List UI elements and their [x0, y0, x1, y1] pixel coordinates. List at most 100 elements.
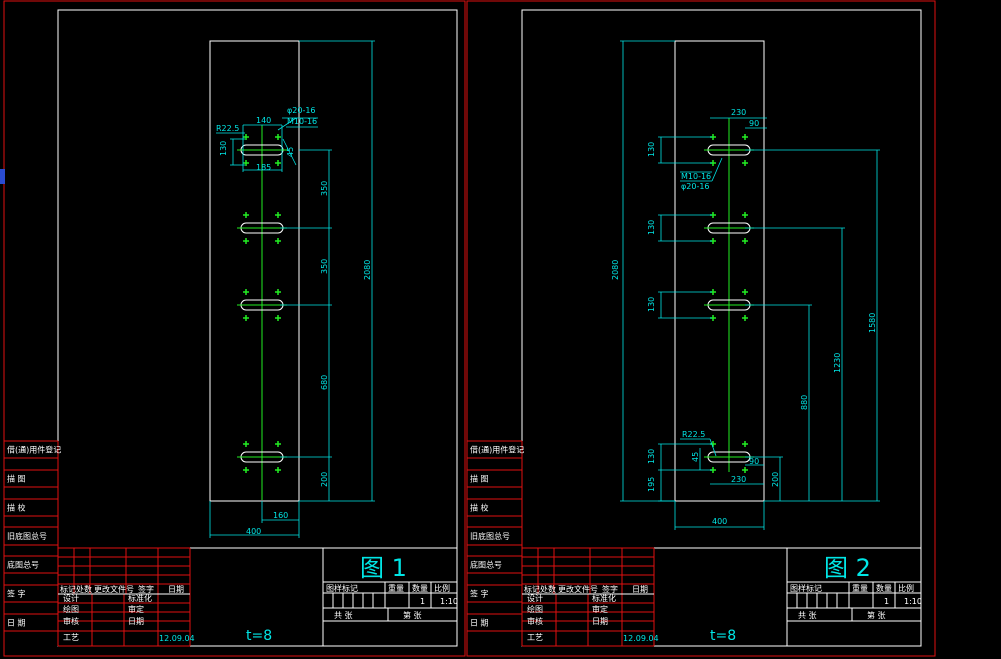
side-label: 描 校	[470, 503, 489, 513]
side-label: 日 期	[7, 619, 26, 628]
svg-text:M10-16: M10-16	[681, 172, 711, 181]
sheet-2-frame	[466, 0, 936, 657]
svg-text:φ20-16: φ20-16	[287, 106, 316, 115]
svg-text:160: 160	[273, 511, 288, 520]
side-label: 底图总号	[7, 560, 39, 570]
svg-text:130: 130	[647, 142, 656, 157]
side-label: 描 校	[7, 503, 26, 513]
thickness-label: t=8	[246, 628, 272, 644]
side-label: 借(通)用件登记	[470, 445, 524, 455]
thickness-label: t=8	[710, 628, 736, 644]
rev-header: 签字	[138, 584, 154, 594]
sheet-1-frame	[3, 0, 466, 657]
rev-header: 标记	[524, 584, 540, 594]
role-label-2: 标准化	[128, 593, 152, 603]
svg-text:90: 90	[749, 119, 759, 128]
sheet-title: 图 2	[824, 554, 871, 582]
rev-header: 标记	[60, 584, 76, 594]
role-label-2: 审定	[592, 604, 608, 614]
sheet-total: 共 张	[334, 611, 353, 620]
rev-header: 日期	[168, 585, 184, 594]
svg-text:350: 350	[320, 259, 329, 274]
meta-header: 比例	[898, 583, 914, 593]
sheet-title: 图 1	[360, 554, 407, 582]
meta-header: 图样标记	[790, 583, 822, 593]
meta-header: 重量	[388, 583, 404, 593]
svg-text:880: 880	[800, 395, 809, 410]
role-label: 设计	[63, 593, 79, 603]
svg-text:2080: 2080	[611, 260, 620, 280]
role-label: 绘图	[527, 604, 543, 614]
role-label-2: 标准化	[592, 593, 616, 603]
svg-text:90: 90	[749, 457, 759, 466]
role-label: 审核	[527, 616, 543, 626]
svg-text:130: 130	[219, 141, 228, 156]
svg-text:45: 45	[691, 452, 700, 462]
svg-text:350: 350	[320, 181, 329, 196]
role-label-2: 日期	[128, 617, 144, 626]
svg-text:130: 130	[647, 220, 656, 235]
rev-header: 处数	[540, 584, 556, 594]
rev-header: 处数	[76, 584, 92, 594]
scroll-marker	[0, 169, 5, 184]
plate-outline-1	[209, 40, 300, 502]
svg-text:200: 200	[320, 472, 329, 487]
sheet-number: 第 张	[867, 610, 886, 620]
svg-text:230: 230	[731, 108, 746, 117]
meta-header: 重量	[852, 583, 868, 593]
side-label: 日 期	[470, 619, 489, 628]
sheet-2-drawing: 230 90 M10-16 φ20-16 130 130 130 130 208…	[611, 40, 880, 530]
sheet-total: 共 张	[798, 611, 817, 620]
date-value: 12.09.04	[159, 634, 195, 643]
sheet-number: 第 张	[403, 610, 422, 620]
svg-text:2080: 2080	[363, 260, 372, 280]
rev-header: 签字	[602, 584, 618, 594]
svg-text:200: 200	[771, 472, 780, 487]
meta-header: 图样标记	[326, 583, 358, 593]
rev-header: 更改文件号	[558, 584, 598, 594]
svg-text:680: 680	[320, 375, 329, 390]
svg-text:185: 185	[256, 163, 271, 172]
svg-text:M10-16: M10-16	[287, 117, 317, 126]
role-label: 工艺	[527, 633, 543, 642]
svg-text:140: 140	[256, 116, 271, 125]
side-label: 底图总号	[470, 560, 502, 570]
sheet-1-drawing: 140 185 R22.5 φ20-16 M10-16 130 45 350 3…	[209, 40, 375, 538]
svg-text:400: 400	[246, 527, 261, 536]
svg-text:400: 400	[712, 517, 727, 526]
svg-text:195: 195	[647, 477, 656, 492]
role-label: 审核	[63, 616, 79, 626]
side-label: 旧底图总号	[470, 531, 510, 541]
svg-text:130: 130	[647, 297, 656, 312]
scale-value: 1:10	[440, 597, 458, 606]
qty-value: 1	[420, 597, 425, 606]
meta-header: 数量	[876, 583, 892, 593]
svg-text:1580: 1580	[868, 313, 877, 333]
scale-value: 1:10	[904, 597, 922, 606]
svg-text:R22.5: R22.5	[216, 124, 239, 133]
svg-text:1230: 1230	[833, 353, 842, 373]
meta-header: 数量	[412, 583, 428, 593]
meta-header: 比例	[434, 583, 450, 593]
svg-text:45: 45	[286, 147, 295, 157]
rev-header: 日期	[632, 585, 648, 594]
svg-text:R22.5: R22.5	[682, 430, 705, 439]
svg-text:130: 130	[647, 449, 656, 464]
side-label: 描 图	[470, 474, 489, 484]
role-label: 设计	[527, 593, 543, 603]
svg-text:φ20-16: φ20-16	[681, 182, 710, 191]
rev-header: 更改文件号	[94, 584, 134, 594]
slots-1	[237, 134, 287, 473]
role-label-2: 日期	[592, 617, 608, 626]
side-label: 签 字	[470, 589, 489, 599]
side-label: 描 图	[7, 474, 26, 484]
role-label: 绘图	[63, 604, 79, 614]
side-label: 旧底图总号	[7, 531, 47, 541]
side-label: 借(通)用件登记	[7, 445, 61, 455]
svg-text:230: 230	[731, 475, 746, 484]
date-value: 12.09.04	[623, 634, 659, 643]
